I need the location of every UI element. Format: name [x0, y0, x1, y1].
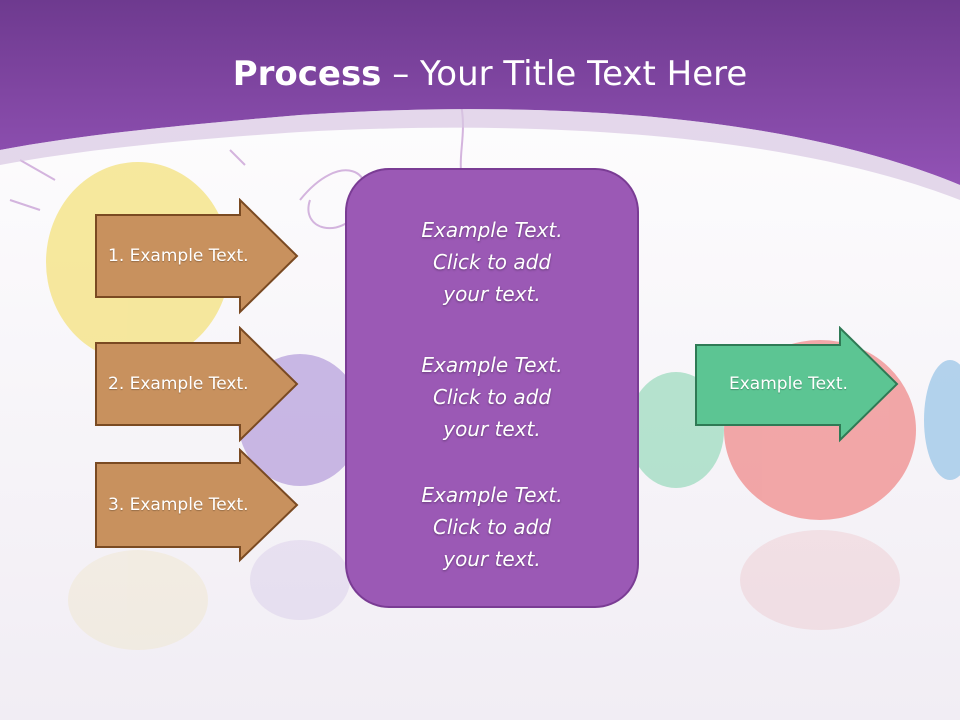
center-block-3-line-3: your text.: [443, 547, 541, 571]
center-text-box[interactable]: Example Text. Click to add your text. Ex…: [345, 168, 639, 608]
center-block-2-line-1: Example Text.: [421, 353, 563, 377]
center-block-2: Example Text. Click to add your text.: [347, 349, 637, 445]
title-bold: Process: [232, 54, 382, 94]
left-arrow-1[interactable]: [94, 198, 300, 316]
center-block-1-line-2: Click to add: [432, 250, 552, 274]
slide-title[interactable]: Process – Your Title Text Here: [0, 52, 960, 96]
left-arrow-3[interactable]: [94, 448, 300, 566]
center-block-2-line-3: your text.: [443, 417, 541, 441]
left-arrow-2[interactable]: [94, 326, 300, 444]
center-block-3-line-2: Click to add: [432, 515, 552, 539]
right-arrow[interactable]: [694, 326, 900, 444]
center-block-3-line-1: Example Text.: [421, 483, 563, 507]
right-arrow-label: Example Text.: [729, 374, 848, 394]
left-arrow-3-label: 3. Example Text.: [108, 495, 249, 515]
center-block-1: Example Text. Click to add your text.: [347, 214, 637, 310]
title-rest: – Your Title Text Here: [381, 54, 748, 94]
left-arrow-2-label: 2. Example Text.: [108, 374, 249, 394]
center-block-1-line-3: your text.: [443, 282, 541, 306]
center-block-2-line-2: Click to add: [432, 385, 552, 409]
center-block-3: Example Text. Click to add your text.: [347, 479, 637, 575]
center-block-1-line-1: Example Text.: [421, 218, 563, 242]
left-arrow-1-label: 1. Example Text.: [108, 246, 249, 266]
